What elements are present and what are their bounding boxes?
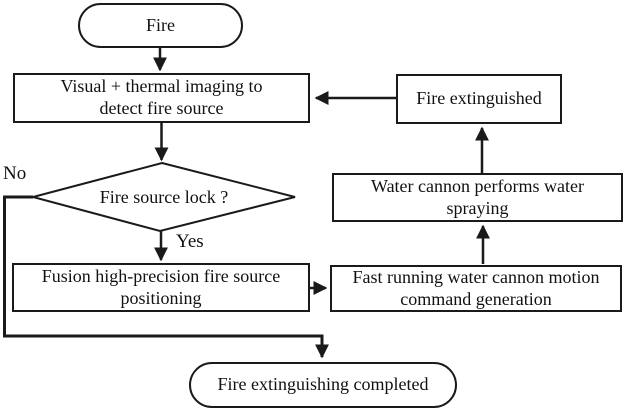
node-start: Fire bbox=[78, 3, 243, 48]
edge-decision-end-no bbox=[3, 195, 329, 359]
node-detect-label: Visual + thermal imaging to detect fire … bbox=[60, 76, 263, 118]
node-decision-label: Fire source lock ? bbox=[99, 187, 229, 207]
node-decision: Fire source lock ? bbox=[64, 180, 264, 215]
label-no: No bbox=[3, 163, 27, 184]
node-start-label: Fire bbox=[146, 14, 175, 35]
node-positioning-label: Fusion high-precision fire source positi… bbox=[41, 265, 281, 308]
label-yes: Yes bbox=[176, 231, 204, 252]
node-spraying: Water cannon performs water spraying bbox=[332, 173, 623, 222]
node-positioning: Fusion high-precision fire source positi… bbox=[12, 263, 310, 312]
node-extinguished: Fire extinguished bbox=[396, 74, 562, 124]
node-end-label: Fire extinguishing completed bbox=[217, 374, 429, 395]
node-detect: Visual + thermal imaging to detect fire … bbox=[13, 73, 310, 123]
node-command-label: Fast running water cannon motion command… bbox=[352, 266, 600, 309]
node-command: Fast running water cannon motion command… bbox=[330, 265, 622, 312]
node-extinguished-label: Fire extinguished bbox=[416, 88, 542, 109]
node-spraying-label: Water cannon performs water spraying bbox=[371, 175, 584, 218]
node-end: Fire extinguishing completed bbox=[189, 362, 457, 408]
